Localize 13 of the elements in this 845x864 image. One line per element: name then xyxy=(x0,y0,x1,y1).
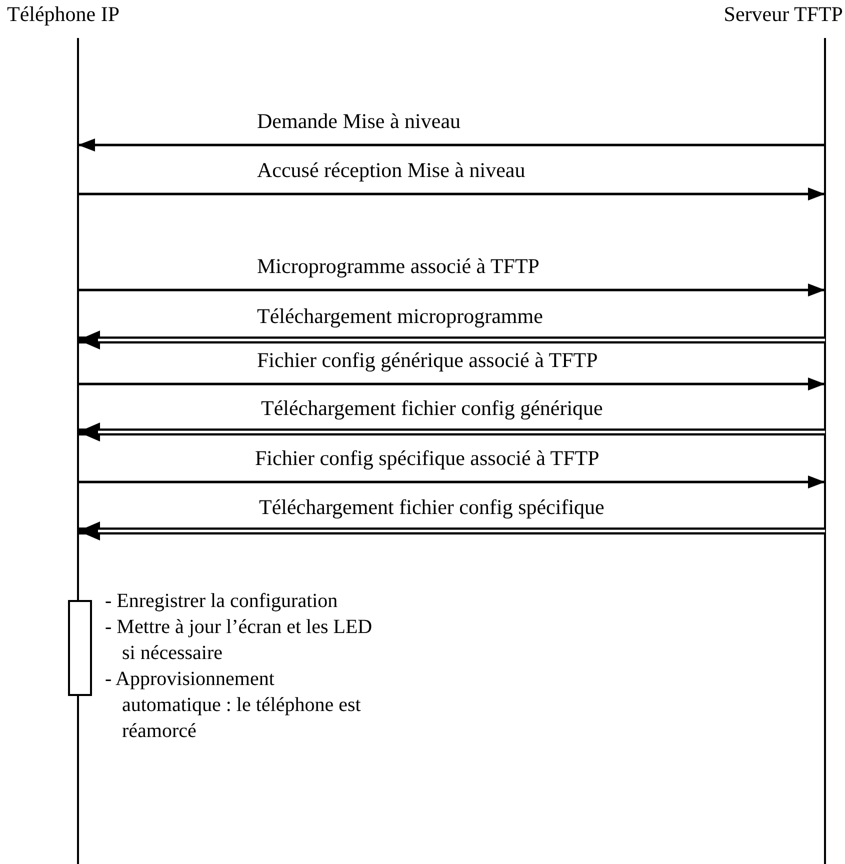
arrow xyxy=(78,378,825,390)
note-text: - Enregistrer la configuration xyxy=(105,589,339,614)
double-arrow xyxy=(78,522,825,540)
participant-label: Téléphone IP xyxy=(7,2,120,27)
note-text: - Approvisionnement automatique : le téléphone est réamorcé xyxy=(105,667,362,744)
arrow xyxy=(78,284,825,296)
arrow xyxy=(78,188,825,200)
participant-label: Serveur TFTP xyxy=(724,2,843,27)
arrow xyxy=(78,476,825,488)
arrow xyxy=(78,138,825,152)
note-text: - Mettre à jour l’écran et les LED si nécessaire xyxy=(105,615,374,666)
double-arrow xyxy=(78,422,825,442)
double-arrow xyxy=(78,330,825,350)
